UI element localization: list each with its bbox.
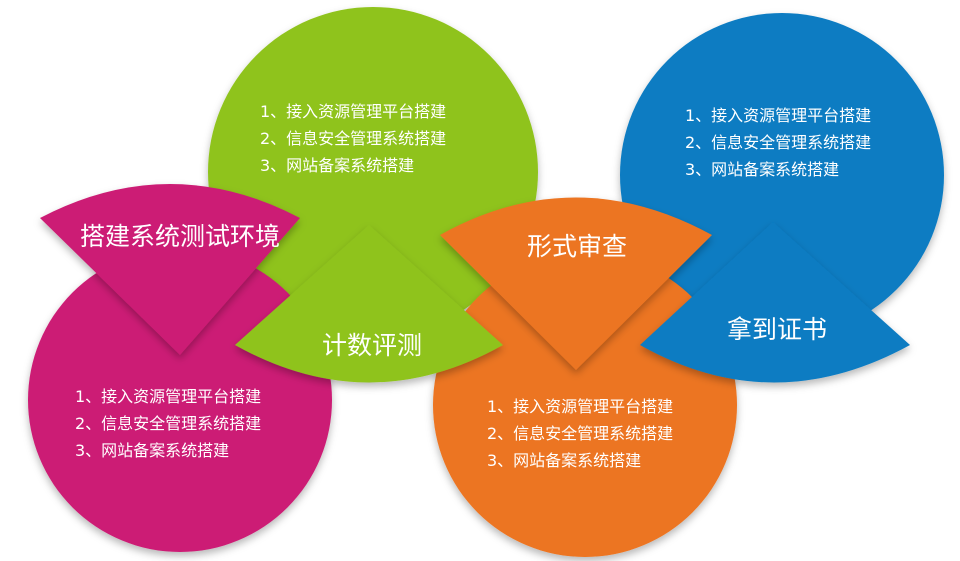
list-item: 2、信息安全管理系统搭建 [75, 414, 262, 433]
orange-item-list: 1、接入资源管理平台搭建 2、信息安全管理系统搭建 3、网站备案系统搭建 [487, 393, 673, 474]
green-item-list: 1、接入资源管理平台搭建 2、信息安全管理系统搭建 3、网站备案系统搭建 [260, 98, 446, 179]
evaluation-label: 计数评测 [321, 331, 423, 360]
list-item: 2、信息安全管理系统搭建 [260, 129, 447, 148]
list-item: 2、信息安全管理系统搭建 [487, 424, 674, 443]
review-label: 形式审查 [526, 232, 628, 261]
list-item: 3、网站备案系统搭建 [75, 441, 230, 460]
blue-circle [620, 13, 944, 337]
setup-banner [40, 184, 300, 355]
list-item: 3、网站备案系统搭建 [685, 160, 840, 179]
list-item: 2、信息安全管理系统搭建 [685, 133, 872, 152]
magenta-circle [28, 248, 332, 552]
magenta-item-list: 1、接入资源管理平台搭建 2、信息安全管理系统搭建 3、网站备案系统搭建 [75, 383, 261, 464]
list-item: 1、接入资源管理平台搭建 [685, 106, 872, 125]
blue-item-list: 1、接入资源管理平台搭建 2、信息安全管理系统搭建 3、网站备案系统搭建 [685, 102, 871, 183]
list-item: 1、接入资源管理平台搭建 [260, 102, 447, 121]
list-item: 3、网站备案系统搭建 [487, 451, 642, 470]
setup-label: 搭建系统测试环境 [79, 222, 281, 251]
list-item: 1、接入资源管理平台搭建 [487, 397, 674, 416]
list-item: 1、接入资源管理平台搭建 [75, 387, 262, 406]
certificate-banner [640, 222, 910, 383]
list-item: 3、网站备案系统搭建 [260, 156, 415, 175]
green-circle [208, 7, 538, 337]
certificate-label: 拿到证书 [726, 315, 828, 344]
evaluation-banner [235, 225, 503, 383]
review-banner [440, 197, 712, 370]
